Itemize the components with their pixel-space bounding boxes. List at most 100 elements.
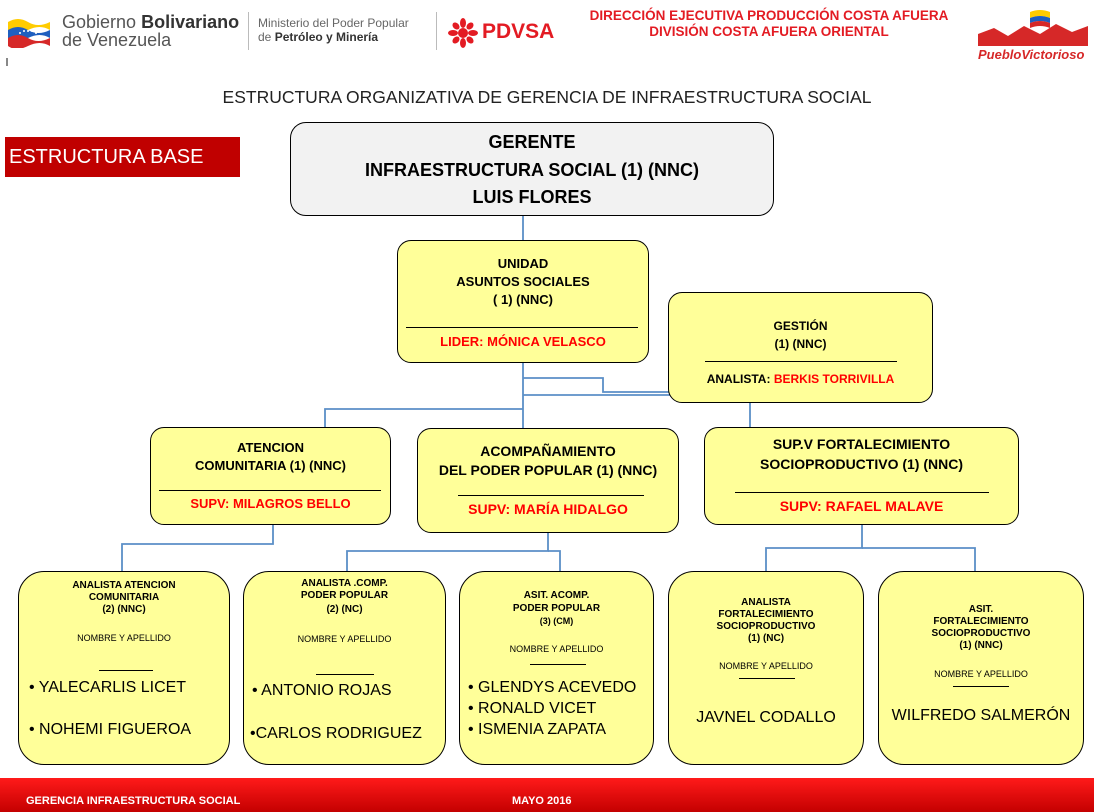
staff-name: • NOHEMI FIGUEROA (29, 721, 192, 738)
gov-logo-text: Gobierno Bolivariano de Venezuela (62, 13, 239, 49)
unidad-leader: LIDER: MÓNICA VELASCO (440, 334, 606, 349)
gov-line1: Gobierno (62, 12, 137, 32)
staff-title-line: ANALISTA .COMP. (301, 578, 388, 589)
gov-line2: de Venezuela (62, 30, 172, 50)
staff-title-line: (3) (CM) (539, 616, 574, 626)
staff-name: WILFREDO SALMERÓN (891, 707, 1071, 724)
fortalecimiento-divider (735, 492, 989, 493)
staff-placeholder: NOMBRE Y APELLIDO (77, 633, 171, 643)
gerente-line1: GERENTE (488, 132, 576, 152)
staff-placeholder: NOMBRE Y APELLIDO (297, 634, 392, 644)
fortalecimiento-leader: SUPV: RAFAEL MALAVE (779, 498, 944, 514)
footer-left-text: GERENCIA INFRAESTRUCTURA SOCIAL (26, 795, 241, 807)
direction-line2: DIVISIÓN COSTA AFUERA ORIENTAL (649, 24, 889, 39)
staff-title-line: PODER POPULAR (300, 590, 389, 601)
connector-unidad-gestion (523, 377, 673, 393)
staff-name: • ISMENIA ZAPATA (468, 721, 607, 738)
svg-text:PuebloVictorioso: PuebloVictorioso (978, 47, 1084, 62)
acompanamiento-divider (458, 495, 644, 496)
connector-atencion-staff (121, 525, 274, 571)
unidad-divider (406, 327, 638, 328)
ministry-text: Ministerio del Poder Popular de Petróleo… (258, 16, 409, 44)
footer-date: MAYO 2016 (512, 795, 572, 807)
staff-title-line: SOCIOPRODUCTIVO (931, 628, 1031, 639)
gestion-leader-prefix: ANALISTA: (706, 372, 771, 386)
connector-acomp-asit (548, 550, 561, 571)
staff-placeholder: NOMBRE Y APELLIDO (934, 669, 1028, 679)
unidad-line1: UNIDAD (497, 256, 549, 271)
venezuela-flag-icon (8, 19, 50, 48)
staff-title-line: ANALISTA ATENCION (72, 580, 176, 591)
atencion-line1: ATENCION (237, 440, 304, 455)
staff-name: •CARLOS RODRIGUEZ (250, 725, 422, 742)
staff-title-line: FORTALECIMIENTO (718, 609, 814, 620)
atencion-leader: SUPV: MILAGROS BELLO (190, 496, 351, 511)
staff-box-analista-fortalecimiento: ANALISTA FORTALECIMIENTO SOCIOPRODUCTIVO… (668, 571, 864, 765)
ministry-line2-pre: de (258, 30, 272, 44)
connector-to-atencion (324, 408, 523, 430)
gestion-leader: ANALISTA: BERKIS TORRIVILLA (669, 372, 932, 386)
staff-title-line: COMUNITARIA (88, 592, 160, 603)
staff-title-line: ASIT. ACOMP. (523, 590, 590, 601)
acompanamiento-line2: DEL PODER POPULAR (1) (NNC) (438, 462, 658, 478)
staff-divider (530, 664, 586, 665)
staff-title-line: ASIT. (968, 604, 994, 615)
staff-title-line: SOCIOPRODUCTIVO (716, 621, 816, 632)
staff-title-line: PODER POPULAR (512, 603, 601, 614)
gerente-line2: INFRAESTRUCTURA SOCIAL (1) (NNC) (365, 160, 699, 180)
atencion-comunitaria-box: ATENCION COMUNITARIA (1) (NNC) SUPV: MIL… (150, 427, 391, 525)
staff-divider (739, 678, 795, 679)
staff-name: JAVNEL CODALLO (696, 709, 836, 726)
staff-placeholder: NOMBRE Y APELLIDO (509, 644, 604, 654)
ministry-line2: Petróleo y Minería (274, 30, 379, 44)
pdvsa-sun-icon (448, 18, 478, 48)
connector-fort-asit (862, 547, 976, 571)
connector-acomp-analista (346, 533, 549, 571)
gestion-box: GESTIÓN (1) (NNC) ANALISTA: BERKIS TORRI… (668, 292, 933, 403)
atencion-divider (159, 490, 381, 491)
gov-line1-bold: Bolivariano (141, 12, 240, 32)
gerente-box: GERENTE INFRAESTRUCTURA SOCIAL (1) (NNC)… (290, 122, 774, 216)
page-title: ESTRUCTURA ORGANIZATIVA DE GERENCIA DE I… (222, 87, 872, 107)
staff-title-line: (1) (NNC) (959, 640, 1003, 651)
gestion-line2: (1) (NNC) (774, 337, 827, 351)
footer-bar: GERENCIA INFRAESTRUCTURA SOCIAL MAYO 201… (0, 778, 1094, 812)
connector-fort-analista (765, 525, 863, 571)
atencion-line2: COMUNITARIA (1) (NNC) (195, 458, 346, 473)
staff-divider (99, 670, 153, 671)
staff-title-line: (2) (NC) (326, 604, 363, 615)
staff-title-line: FORTALECIMIENTO (933, 616, 1029, 627)
acompanamiento-line1: ACOMPAÑAMIENTO (480, 443, 616, 459)
staff-name: • ANTONIO ROJAS (252, 682, 392, 699)
staff-box-analista-comp: ANALISTA .COMP. PODER POPULAR (2) (NC) N… (243, 571, 446, 765)
staff-divider (953, 686, 1009, 687)
staff-placeholder: NOMBRE Y APELLIDO (719, 661, 813, 671)
staff-divider (316, 674, 374, 675)
header-divider (248, 12, 249, 50)
staff-box-asit-acomp: ASIT. ACOMP. PODER POPULAR (3) (CM) NOMB… (459, 571, 654, 765)
gestion-leader-name: BERKIS TORRIVILLA (773, 372, 895, 386)
gestion-divider (705, 361, 897, 362)
acompanamiento-leader: SUPV: MARÍA HIDALGO (468, 501, 628, 517)
header: Gobierno Bolivariano de Venezuela Minist… (0, 0, 1094, 66)
header-tick (6, 58, 8, 66)
ministry-line1: Ministerio del Poder Popular (258, 16, 409, 30)
direction-line1: DIRECCIÓN EJECUTIVA PRODUCCIÓN COSTA AFU… (589, 8, 949, 23)
unidad-asuntos-sociales-box: UNIDAD ASUNTOS SOCIALES ( 1) (NNC) LIDER… (397, 240, 649, 363)
staff-title-line: ANALISTA (741, 597, 791, 608)
unidad-line3: ( 1) (NNC) (493, 292, 553, 307)
staff-box-analista-atencion: ANALISTA ATENCION COMUNITARIA (2) (NNC) … (18, 571, 230, 765)
direction-text: DIRECCIÓN EJECUTIVA PRODUCCIÓN COSTA AFU… (568, 8, 970, 40)
staff-title-line: (2) (NNC) (102, 604, 146, 615)
staff-name: • RONALD VICET (468, 700, 597, 717)
staff-box-asit-fortalecimiento: ASIT. FORTALECIMIENTO SOCIOPRODUCTIVO (1… (878, 571, 1084, 765)
estructura-base-badge: ESTRUCTURA BASE (5, 137, 240, 177)
fortalecimiento-box: SUP.V FORTALECIMIENTO SOCIOPRODUCTIVO (1… (704, 427, 1019, 525)
gerente-name: LUIS FLORES (472, 187, 592, 207)
header-divider-2 (436, 12, 437, 50)
acompanamiento-box: ACOMPAÑAMIENTO DEL PODER POPULAR (1) (NN… (417, 428, 679, 533)
pueblo-victorioso-logo: PuebloVictorioso (978, 10, 1088, 62)
staff-title-line: (1) (NC) (747, 633, 785, 644)
fortalecimiento-line1: SUP.V FORTALECIMIENTO (772, 436, 951, 452)
gestion-line1: GESTIÓN (773, 319, 828, 333)
